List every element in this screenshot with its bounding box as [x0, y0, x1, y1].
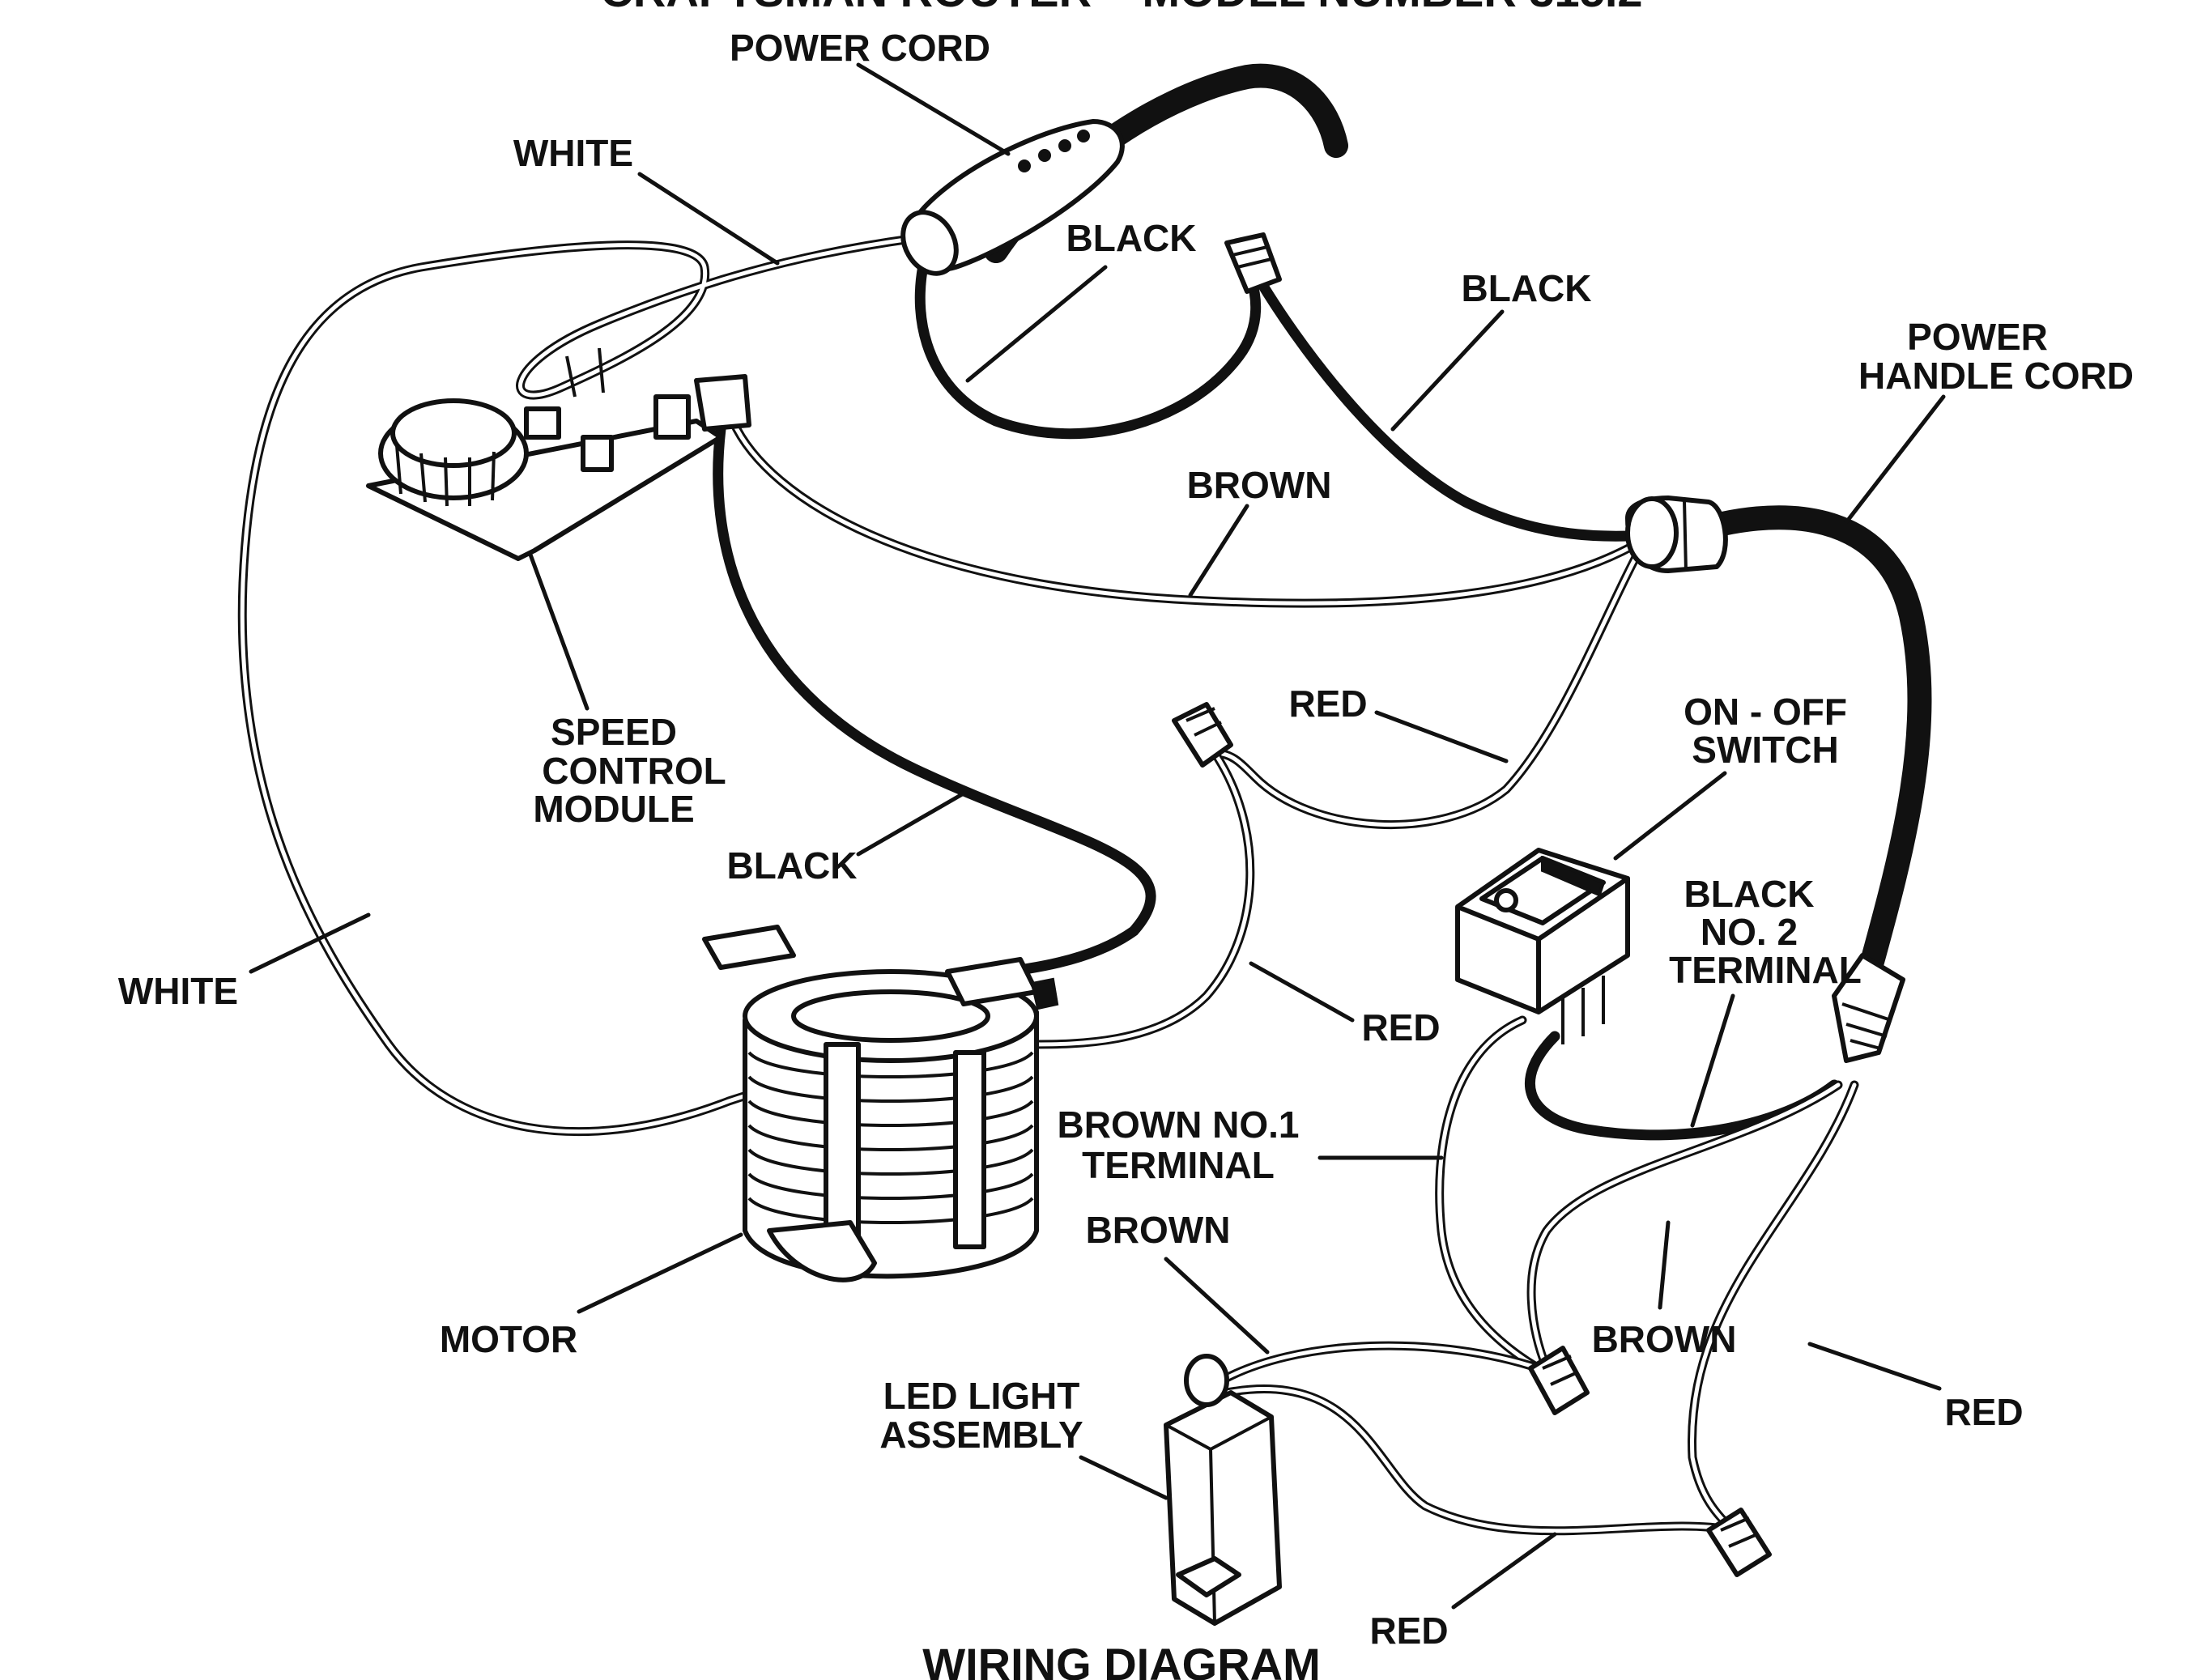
label-black-no2-1: BLACK	[1684, 873, 1815, 915]
wire-nut-red	[1706, 1508, 1772, 1577]
red-wire-led	[1222, 1384, 1738, 1536]
black-wire-switch	[1524, 1031, 1840, 1141]
labels: POWER CORD WHITE BLACK BLACK POWER HANDL…	[118, 27, 2134, 1680]
handle-cord-grommet	[1625, 495, 1728, 573]
label-led-1: LED LIGHT	[883, 1375, 1080, 1417]
black-wire-top	[914, 236, 1262, 440]
label-led-2: ASSEMBLY	[879, 1414, 1083, 1456]
power-cord-plug	[900, 119, 1125, 276]
label-red-bottom: RED	[1369, 1610, 1448, 1652]
on-off-switch[interactable]	[1455, 848, 1630, 1044]
motor	[702, 925, 1059, 1282]
label-black-right: BLACK	[1462, 267, 1592, 309]
red-wire-mid	[1210, 530, 1653, 830]
label-brown-right: BROWN	[1592, 1318, 1737, 1360]
label-on-off-2: SWITCH	[1692, 729, 1838, 771]
label-on-off-1: ON - OFF	[1684, 691, 1847, 733]
label-brown-top: BROWN	[1187, 464, 1332, 506]
label-red-motor: RED	[1361, 1006, 1440, 1048]
red-wire-right	[1688, 1080, 1859, 1535]
power-handle-cord-wire	[1672, 505, 1932, 980]
handle-cord-end	[1832, 953, 1905, 1063]
label-red-right: RED	[1944, 1391, 2023, 1433]
speed-control-module	[366, 347, 751, 561]
black-wire-mid	[713, 423, 1156, 985]
label-black-no2-2: NO. 2	[1701, 911, 1798, 953]
label-speed-control-1: SPEED	[551, 711, 677, 753]
black-wire-right	[1254, 274, 1666, 542]
leader-lines	[249, 62, 1946, 1610]
label-red-mid: RED	[1288, 683, 1367, 725]
label-speed-control-3: MODULE	[533, 788, 694, 830]
wires	[237, 63, 1932, 1536]
wire-nut-mid	[1172, 702, 1233, 768]
label-brown-bottom: BROWN	[1086, 1209, 1231, 1251]
brown-wire-switch	[1435, 1015, 1543, 1373]
led-light-assembly	[1164, 1354, 1282, 1626]
white-wire	[237, 234, 916, 1137]
brown-wire-right	[1526, 1080, 1843, 1373]
label-white-top: WHITE	[513, 132, 633, 174]
label-motor: MOTOR	[440, 1318, 577, 1360]
label-power-handle-cord-2: HANDLE CORD	[1858, 355, 2134, 397]
label-brown-no1-2: TERMINAL	[1082, 1144, 1275, 1186]
red-wire-motor	[1024, 748, 1255, 1049]
wire-nut-brown	[1528, 1346, 1590, 1415]
wire-nut-top	[1224, 232, 1282, 294]
diagram-caption: WIRING DIAGRAM	[922, 1639, 1321, 1680]
label-black-no2-3: TERMINAL	[1669, 949, 1862, 991]
label-black-mid: BLACK	[727, 844, 858, 887]
brown-wire-top	[728, 416, 1657, 608]
label-speed-control-2: CONTROL	[542, 750, 726, 792]
label-power-handle-cord-1: POWER	[1907, 316, 2048, 358]
header-title: CRAFTSMAN ROUTER – MODEL NUMBER 315.2	[600, 0, 1642, 16]
brown-wire-led	[1210, 1341, 1543, 1389]
label-white-left: WHITE	[118, 970, 238, 1012]
label-power-cord: POWER CORD	[730, 27, 990, 69]
label-brown-no1-1: BROWN NO.1	[1058, 1104, 1300, 1146]
label-black-top: BLACK	[1066, 217, 1197, 259]
